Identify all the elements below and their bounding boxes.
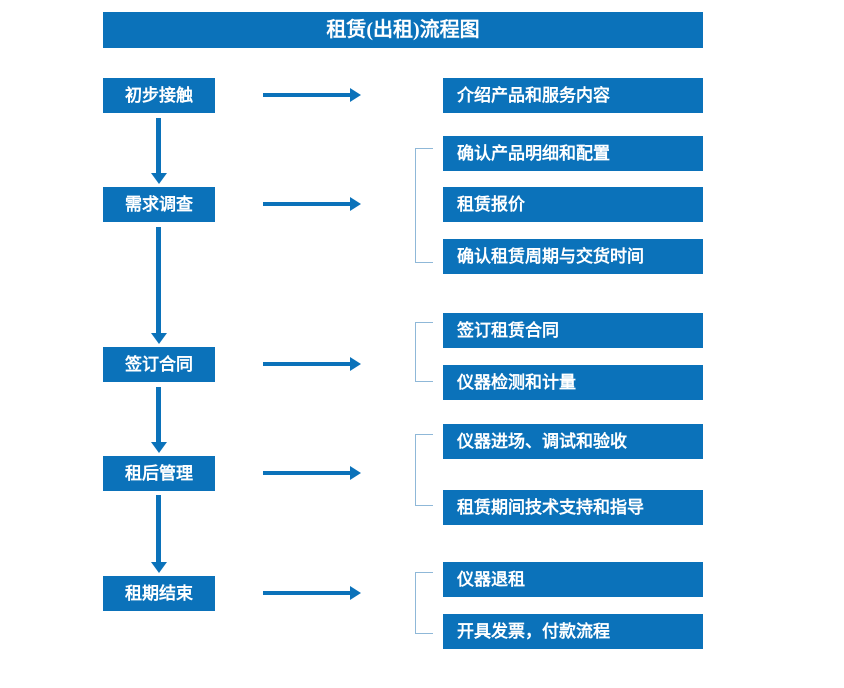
diagram-title: 租赁(出租)流程图 xyxy=(103,12,703,48)
stage-box-lease-end[interactable]: 租期结束 xyxy=(103,576,215,611)
detail-box-technical-support[interactable]: 租赁期间技术支持和指导 xyxy=(443,490,703,525)
horizontal-arrow-post-lease-management xyxy=(263,466,361,480)
detail-box-instrument-entry-commissioning[interactable]: 仪器进场、调试和验收 xyxy=(443,424,703,459)
horizontal-arrow-needs-survey xyxy=(263,197,361,211)
stage-box-initial-contact[interactable]: 初步接触 xyxy=(103,78,215,113)
stage-box-sign-contract[interactable]: 签订合同 xyxy=(103,347,215,382)
detail-box-introduce-products[interactable]: 介绍产品和服务内容 xyxy=(443,78,703,113)
detail-box-sign-lease-contract[interactable]: 签订租赁合同 xyxy=(443,313,703,348)
horizontal-arrow-initial-contact xyxy=(263,88,361,102)
vertical-arrow-initial-to-survey xyxy=(151,118,167,184)
detail-box-instrument-inspection[interactable]: 仪器检测和计量 xyxy=(443,365,703,400)
stage-box-needs-survey[interactable]: 需求调查 xyxy=(103,187,215,222)
stage-box-post-lease-management[interactable]: 租后管理 xyxy=(103,456,215,491)
detail-box-confirm-product-details[interactable]: 确认产品明细和配置 xyxy=(443,136,703,171)
horizontal-arrow-lease-end xyxy=(263,586,361,600)
detail-box-lease-quotation[interactable]: 租赁报价 xyxy=(443,187,703,222)
horizontal-arrow-sign-contract xyxy=(263,357,361,371)
bracket-needs-survey-group xyxy=(415,148,433,263)
bracket-lease-end-group xyxy=(415,572,433,634)
bracket-sign-contract-group xyxy=(415,322,433,382)
vertical-arrow-management-to-end xyxy=(151,495,167,573)
vertical-arrow-contract-to-management xyxy=(151,387,167,453)
vertical-arrow-survey-to-contract xyxy=(151,227,167,344)
detail-box-confirm-lease-period[interactable]: 确认租赁周期与交货时间 xyxy=(443,239,703,274)
bracket-post-lease-group xyxy=(415,434,433,506)
detail-box-invoice-payment[interactable]: 开具发票，付款流程 xyxy=(443,614,703,649)
detail-box-instrument-return[interactable]: 仪器退租 xyxy=(443,562,703,597)
